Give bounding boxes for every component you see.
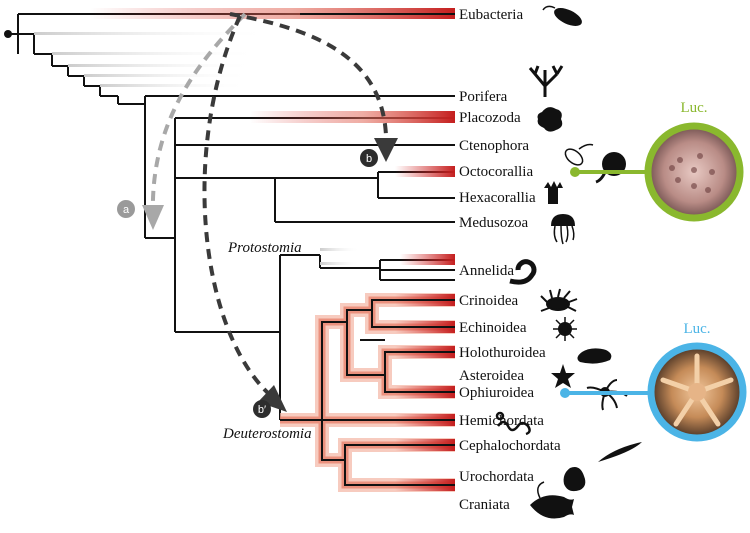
svg-text:b: b [366,153,372,165]
arrow-b-prime [202,15,287,412]
placozoan-icon [537,107,563,132]
octocoral-inset: Luc. [570,100,744,222]
label-hemichordata: Hemichordata [459,413,544,429]
outgroup-fade [34,32,274,87]
label-ophiuroidea: Ophiuroidea [459,385,534,401]
label-ctenophora: Ctenophora [459,138,529,154]
starfish-icon [551,364,575,388]
metazoa-tree [144,95,455,420]
svg-text:a: a [123,204,130,216]
taxon-labels: Eubacteria Porifera Placozoda Ctenophora… [459,7,561,513]
ophiuroid-inset: Luc. [560,321,747,442]
sea-squirt-icon [563,467,586,492]
label-crinoidea: Crinoidea [459,293,518,309]
label-placozoa: Placozoda [459,110,521,126]
octocoral-luc-label: Luc. [680,100,707,116]
label-echinoidea: Echinoidea [459,320,527,336]
placozoa-luminous-bar [250,111,455,123]
label-annelida: Annelida [459,263,514,279]
marker-b-prime: b′ [253,400,271,418]
sea-urchin-icon [553,317,577,341]
label-urochordata: Urochordata [459,469,534,485]
label-cephalochordata: Cephalochordata [459,438,561,454]
label-porifera: Porifera [459,89,508,105]
fish-icon [530,481,574,519]
label-eubacteria: Eubacteria [459,7,523,23]
label-holothuroidea: Holothuroidea [459,345,546,361]
comb-jelly-icon [564,143,594,166]
anemone-icon [544,181,563,204]
label-protostomia: Protostomia [227,240,302,256]
label-craniata: Craniata [459,497,510,513]
worm-icon [509,259,537,285]
svg-text:b′: b′ [258,404,266,416]
jellyfish-icon [551,214,575,245]
bacterium-icon [542,5,582,26]
ophiuroid-luc-label: Luc. [683,321,710,337]
acorn-worm-icon [495,411,531,436]
sponge-icon [528,65,564,97]
eubacteria-luminous-bar [90,8,455,19]
sea-cucumber-icon [577,348,612,364]
annelida-luminous-bar [400,254,455,265]
outgroup-branches [4,13,300,105]
deuterostome-tree [280,299,455,486]
arrow-b [229,12,398,162]
marker-a: a [117,200,135,218]
label-hexacorallia: Hexacorallia [459,190,536,206]
lancelet-icon [598,442,642,462]
label-deuterostomia: Deuterostomia [222,426,312,442]
label-medusozoa: Medusozoa [459,215,528,231]
feather-star-icon [540,288,578,312]
arrow-a [142,12,247,230]
marker-b: b [360,149,378,167]
soft-coral-icon [595,152,626,184]
octocorallia-luminous-bar [395,166,455,177]
label-octocorallia: Octocorallia [459,164,533,180]
label-asteroidea: Asteroidea [459,368,524,384]
